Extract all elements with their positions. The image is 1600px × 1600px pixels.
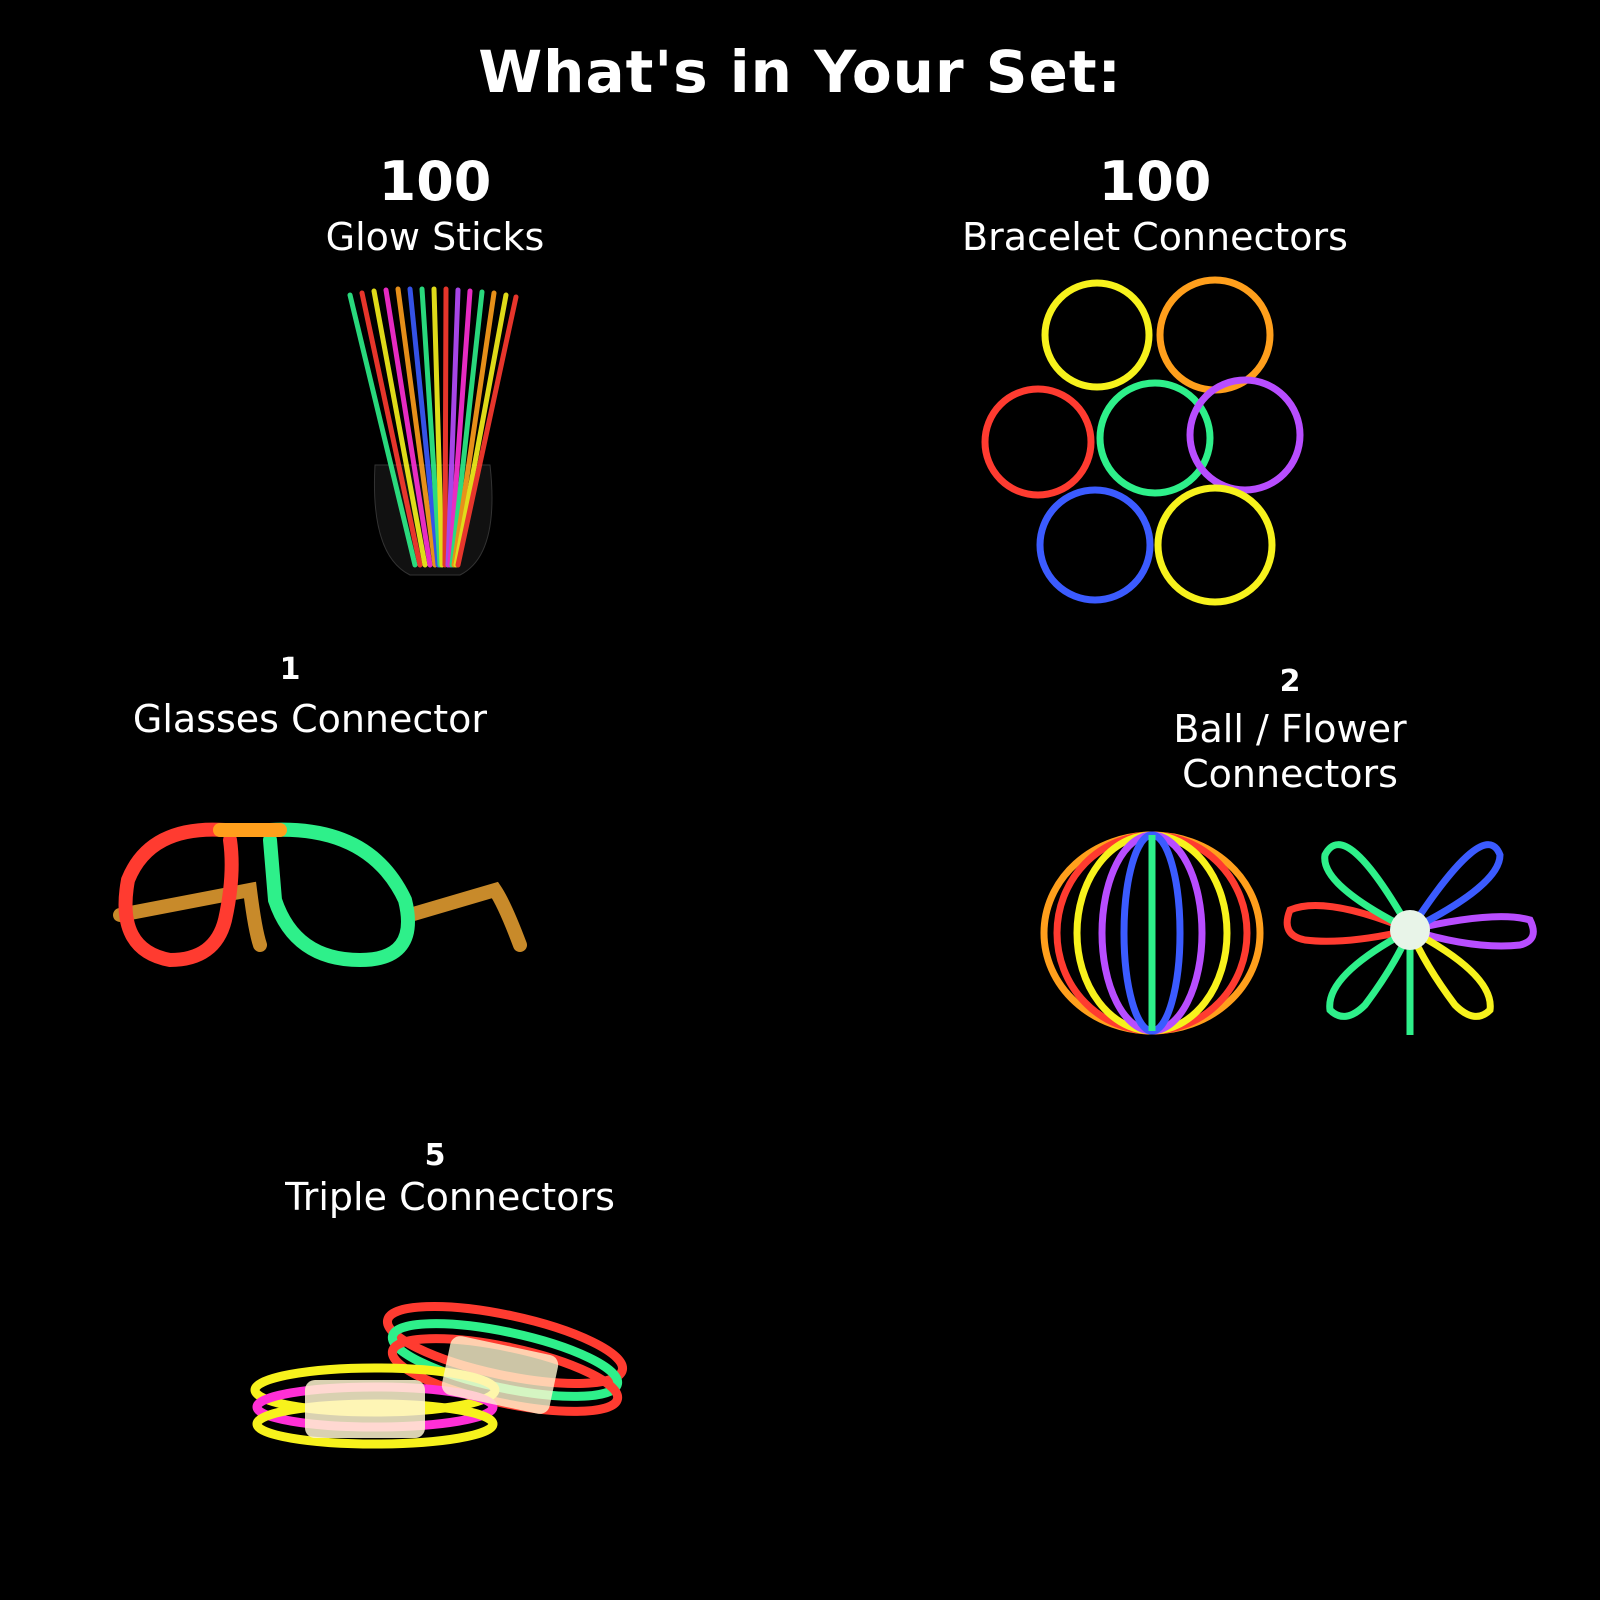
ball-image (1040, 831, 1264, 1035)
ball-flower-count: 2 (1279, 664, 1301, 699)
ball-flower-label-line1: Ball / Flower (1173, 707, 1407, 751)
ball-flower-label-line2: Connectors (1182, 752, 1398, 796)
glasses-image (113, 822, 527, 968)
triple-count: 5 (424, 1138, 446, 1173)
triple-connectors-image (250, 1301, 628, 1449)
bracelet-count: 100 (1098, 150, 1212, 213)
glow-sticks-image (347, 286, 519, 576)
triple-label: Triple Connectors (285, 1175, 615, 1219)
bracelets-image (981, 276, 1304, 606)
glow-sticks-label: Glow Sticks (325, 215, 545, 259)
page-title: What's in Your Set: (478, 38, 1122, 106)
bracelet-label: Bracelet Connectors (962, 215, 1348, 259)
glasses-label: Glasses Connector (132, 697, 488, 741)
flower-image (1283, 841, 1537, 1035)
glow-sticks-count: 100 (378, 150, 492, 213)
glasses-count: 1 (279, 652, 301, 687)
